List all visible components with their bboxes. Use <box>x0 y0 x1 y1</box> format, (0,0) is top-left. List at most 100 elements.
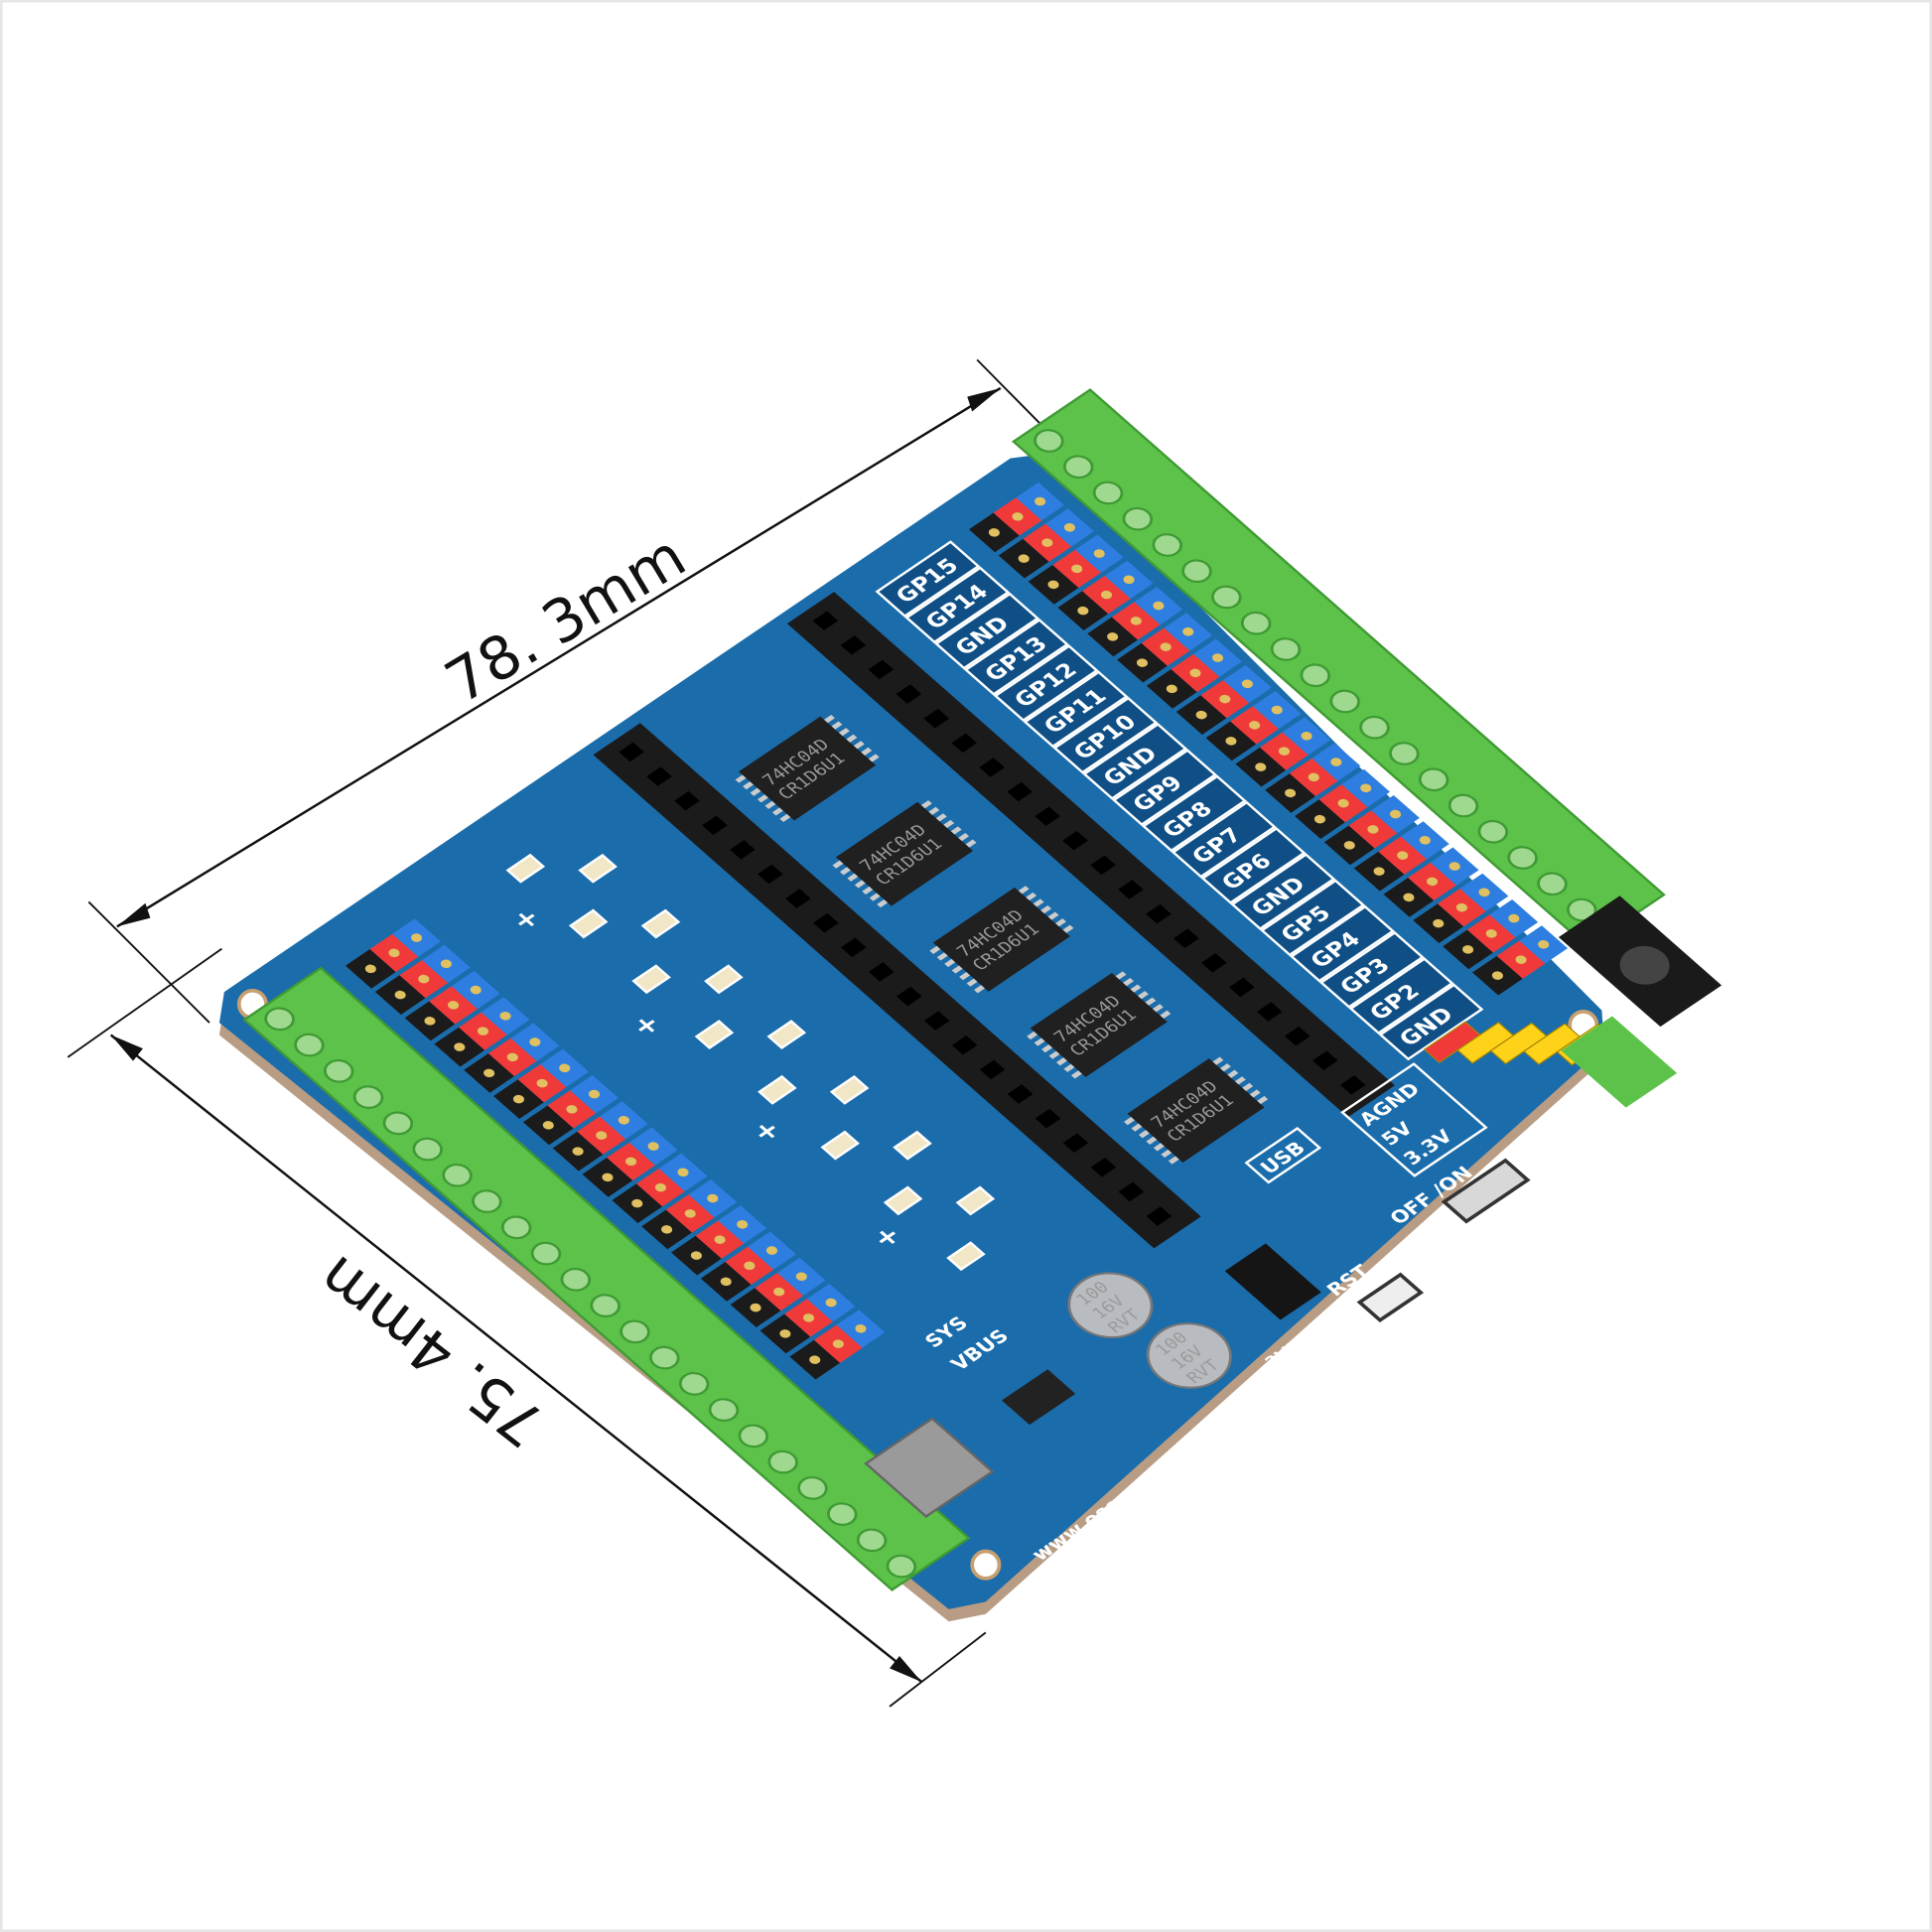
terminal-screw[interactable] <box>1207 582 1246 612</box>
terminal-screw[interactable] <box>882 1551 920 1581</box>
socket-hole[interactable] <box>1007 1084 1034 1104</box>
socket-hole[interactable] <box>1035 806 1060 826</box>
terminal-screw[interactable] <box>438 1161 477 1190</box>
socket-hole[interactable] <box>979 758 1005 777</box>
selector-jumper[interactable] <box>1224 1243 1321 1320</box>
pin-tip <box>750 1303 761 1312</box>
socket-hole[interactable] <box>1146 1206 1173 1226</box>
socket-hole[interactable] <box>1201 953 1227 973</box>
socket-hole[interactable] <box>1062 1133 1089 1153</box>
socket-hole[interactable] <box>1118 1181 1145 1202</box>
terminal-screw[interactable] <box>556 1265 595 1295</box>
terminal-screw[interactable] <box>704 1395 743 1425</box>
pin-tip <box>1130 617 1142 625</box>
socket-hole[interactable] <box>868 659 895 680</box>
terminal-screw[interactable] <box>468 1186 506 1216</box>
socket-hole[interactable] <box>1311 1050 1338 1071</box>
terminal-screw[interactable] <box>1473 817 1512 847</box>
terminal-screw[interactable] <box>1237 609 1276 638</box>
terminal-screw[interactable] <box>1325 686 1364 716</box>
socket-hole[interactable] <box>923 1011 950 1031</box>
ic-pin <box>1124 1117 1135 1126</box>
socket-hole[interactable] <box>1257 1002 1283 1022</box>
socket-hole[interactable] <box>1229 977 1255 998</box>
terminal-screw[interactable] <box>408 1134 447 1164</box>
socket-hole[interactable] <box>1090 1158 1117 1177</box>
socket-hole[interactable] <box>730 840 756 860</box>
terminal-screw[interactable] <box>675 1369 714 1399</box>
pico-socket-left[interactable] <box>593 723 1201 1249</box>
terminal-screw[interactable] <box>1444 790 1482 820</box>
terminal-screw[interactable] <box>1415 764 1453 794</box>
terminal-screw[interactable] <box>348 1082 387 1112</box>
socket-hole[interactable] <box>979 1059 1006 1080</box>
socket-hole[interactable] <box>758 864 783 885</box>
ic-pin <box>861 747 873 756</box>
width-dimension-line <box>116 386 1002 928</box>
vin-terminal-block[interactable] <box>1561 1016 1678 1108</box>
terminal-screw[interactable] <box>1148 530 1186 560</box>
terminal-screw[interactable] <box>793 1473 832 1503</box>
terminal-screw[interactable] <box>260 1004 299 1034</box>
socket-hole[interactable] <box>1035 1108 1061 1129</box>
socket-hole[interactable] <box>1062 830 1088 851</box>
socket-hole[interactable] <box>619 742 644 762</box>
terminal-screw[interactable] <box>1296 660 1334 690</box>
terminal-screw[interactable] <box>320 1056 358 1086</box>
right-terminal-block[interactable] <box>1011 388 1666 948</box>
terminal-screw[interactable] <box>1385 739 1424 768</box>
socket-hole[interactable] <box>896 986 922 1007</box>
pico-socket-right[interactable] <box>786 592 1395 1118</box>
socket-hole[interactable] <box>896 684 922 704</box>
right-pin-header[interactable] <box>968 482 1569 996</box>
terminal-screw[interactable] <box>1118 504 1157 534</box>
terminal-screw[interactable] <box>378 1108 417 1138</box>
socket-hole[interactable] <box>785 889 811 908</box>
socket-hole[interactable] <box>1118 880 1144 899</box>
pin-tip <box>707 1193 719 1203</box>
pin-tip <box>618 1116 629 1125</box>
terminal-screw[interactable] <box>526 1238 565 1268</box>
terminal-screw[interactable] <box>290 1030 329 1059</box>
led <box>946 1241 986 1272</box>
terminal-screw[interactable] <box>616 1316 654 1346</box>
terminal-screw[interactable] <box>1030 426 1068 456</box>
socket-hole[interactable] <box>1146 903 1172 924</box>
terminal-screw[interactable] <box>823 1499 862 1529</box>
socket-hole[interactable] <box>646 766 672 786</box>
socket-hole[interactable] <box>840 635 867 655</box>
socket-hole[interactable] <box>812 611 839 631</box>
pin-tip <box>1367 825 1379 834</box>
terminal-screw[interactable] <box>1503 843 1542 873</box>
terminal-screw[interactable] <box>1533 869 1572 898</box>
socket-hole[interactable] <box>951 733 978 754</box>
terminal-screw[interactable] <box>1177 556 1216 586</box>
terminal-screw[interactable] <box>586 1291 624 1320</box>
terminal-screw[interactable] <box>852 1525 891 1555</box>
left-pin-header[interactable] <box>345 918 886 1380</box>
terminal-screw[interactable] <box>497 1212 536 1242</box>
terminal-screw[interactable] <box>1088 478 1127 507</box>
reset-button[interactable] <box>1356 1272 1425 1323</box>
left-terminal-block[interactable] <box>242 966 971 1591</box>
socket-hole[interactable] <box>1173 928 1199 948</box>
terminal-screw[interactable] <box>645 1342 684 1372</box>
socket-hole[interactable] <box>951 1035 978 1055</box>
pin-label-box <box>1378 983 1484 1061</box>
socket-hole[interactable] <box>840 937 867 958</box>
socket-hole[interactable] <box>813 912 839 933</box>
socket-hole[interactable] <box>1090 855 1116 876</box>
terminal-screw[interactable] <box>763 1447 802 1476</box>
socket-hole[interactable] <box>1339 1075 1366 1095</box>
terminal-screw[interactable] <box>1059 452 1098 482</box>
terminal-screw[interactable] <box>734 1421 772 1450</box>
socket-hole[interactable] <box>868 962 895 982</box>
power-switch[interactable] <box>1441 1158 1531 1224</box>
socket-hole[interactable] <box>923 708 950 729</box>
terminal-screw[interactable] <box>1266 634 1305 664</box>
socket-hole[interactable] <box>1284 1026 1311 1046</box>
terminal-screw[interactable] <box>1355 713 1394 743</box>
socket-hole[interactable] <box>702 815 728 836</box>
socket-hole[interactable] <box>1007 781 1033 802</box>
socket-hole[interactable] <box>674 790 700 811</box>
